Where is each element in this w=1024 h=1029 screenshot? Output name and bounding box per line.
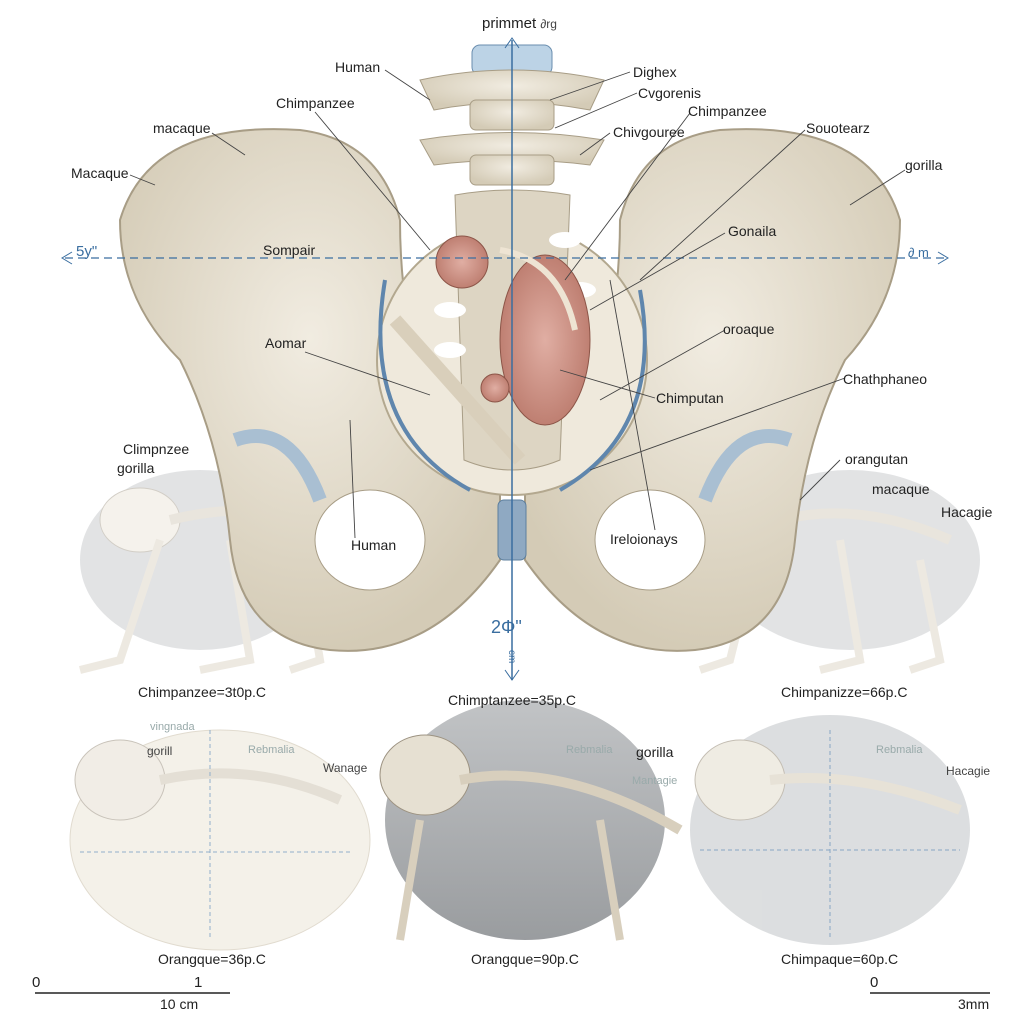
label-chimputan: Chimputan [656, 390, 724, 406]
panel3-label-b: Rebmalia [876, 744, 923, 756]
measure-vertical: 2Φ" [491, 617, 522, 637]
pelvis [118, 128, 902, 652]
measure-left-width: 5y" [76, 243, 98, 260]
label-gorilla-left: gorilla [117, 460, 155, 476]
leader-lines [129, 69, 906, 539]
label-human-center: Human [351, 537, 397, 553]
panel1-label-a: vingnada [150, 721, 195, 733]
panel-right [690, 715, 970, 945]
label-souotearz: Souotearz [806, 120, 870, 136]
label-human-top: Human [335, 59, 381, 75]
caption-top-right: Chimpanizze=66p.C [781, 684, 908, 700]
panel1-label-c: Rebmalia [248, 744, 295, 756]
label-chathphaneo: Chathphaneo [843, 371, 928, 387]
label-climpnzee: Climpnzee [123, 441, 190, 457]
caption-bottom-left: Orangque=36p.C [158, 951, 266, 967]
panel3-label-a: Hacagie [946, 764, 991, 778]
label-gonaila: Gonaila [728, 223, 777, 239]
panel-left [69, 729, 371, 951]
measure-right-width: ∂ m [908, 245, 929, 260]
label-dighex: Dighex [633, 64, 677, 80]
label-gorilla-right: gorilla [905, 157, 943, 173]
label-sompair: Sompair [263, 242, 316, 258]
measure-vertical-unit: cm [506, 650, 517, 664]
scale-right-zero: 0 [870, 974, 879, 991]
label-macaque-right: macaque [872, 481, 930, 497]
panel1-label-d: Wanage [323, 761, 368, 775]
scale-left-one: 1 [194, 974, 203, 991]
label-chivgouree: Chivgouree [613, 124, 685, 140]
scale-left-zero: 0 [32, 974, 41, 991]
scale-left-unit: 10 cm [160, 996, 199, 1012]
caption-bottom-right: Chimpaque=60p.C [781, 951, 899, 967]
label-cvgorenis: Cvgorenis [638, 85, 702, 101]
panel1-label-b: gorill [147, 744, 173, 758]
diagram-title: primmet ∂rg [482, 15, 557, 32]
label-macaque-left: Macaque [71, 165, 129, 181]
label-chimpanzee-left: Chimpanzee [276, 95, 355, 111]
scale-right-unit: 3mm [958, 996, 990, 1012]
panel-center [379, 700, 683, 941]
caption-bottom-center: Orangque=90p.C [471, 951, 579, 967]
label-orangutan: orangutan [845, 451, 909, 467]
panel2-label-c: Mantagie [632, 775, 678, 787]
label-ireloionays: Ireloionays [610, 531, 678, 547]
label-macaque-lower: macaque [153, 120, 211, 136]
label-chimpanzee-right: Chimpanzee [688, 103, 767, 119]
panel2-label-a: gorilla [636, 744, 674, 760]
caption-top-center: Chimptanzee=35p.C [448, 692, 577, 708]
label-hacagie: Hacagie [941, 504, 993, 520]
label-oroaque: oroaque [723, 321, 775, 337]
caption-top-left: Chimpanzee=3t0p.C [138, 684, 267, 700]
label-aomar: Aomar [265, 335, 307, 351]
panel2-label-b: Rebmalia [566, 744, 613, 756]
